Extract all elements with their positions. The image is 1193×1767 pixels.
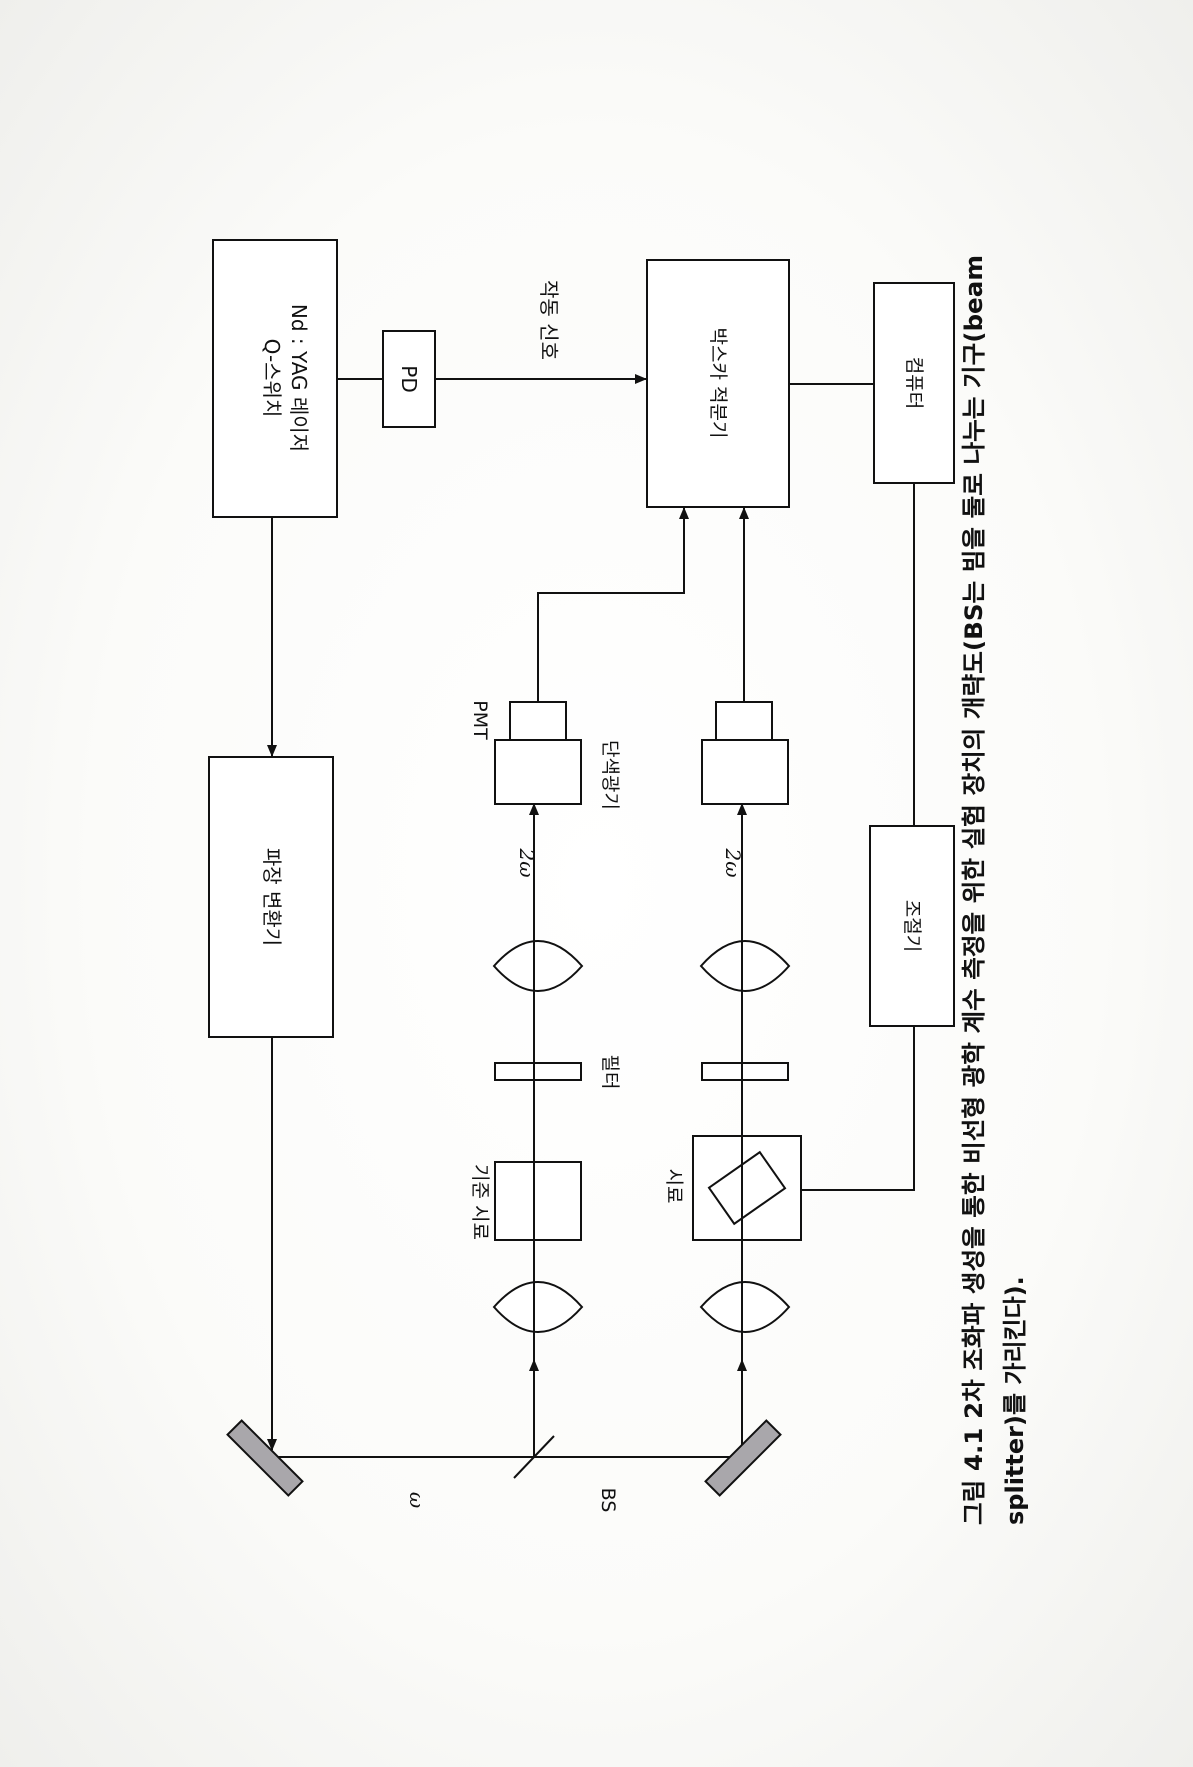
pmt-box-upper: [509, 701, 567, 741]
pmt-label: PMT: [469, 700, 491, 740]
laser-label-line1: Q-스위치: [260, 339, 284, 418]
monochromator-box-upper: [494, 739, 582, 805]
beam-splitter: [513, 1435, 555, 1479]
controller-label: 조절기: [901, 900, 923, 952]
mirror-lower: [704, 1419, 782, 1497]
monochromator-box-lower: [701, 739, 789, 805]
controller-box: [869, 825, 955, 1027]
laser-label-line2: Nd : YAG 레이저: [287, 304, 311, 452]
mirror-upper: [226, 1419, 304, 1497]
filter-label: 필터: [599, 1055, 621, 1090]
lens-lower-1: [699, 940, 791, 992]
laser-box: [212, 239, 338, 518]
bs-label: BS: [597, 1488, 619, 1513]
reference-sample-box: [494, 1161, 582, 1241]
caption-line2: splitter)를 가리킨다).: [1001, 1276, 1029, 1525]
wavelength-converter-label: 파장 변환기: [260, 848, 284, 946]
computer-label: 컴퓨터: [903, 357, 925, 409]
lens-upper-2: [492, 1281, 584, 1333]
reference-sample-label: 기준 시료: [469, 1164, 491, 1240]
pd-box: [382, 330, 436, 428]
trigger-signal-label: 작동 신호: [537, 280, 561, 360]
two-omega-upper-label: 2ω: [515, 847, 539, 877]
sample-crystal: [707, 1150, 787, 1226]
boxcar-box: [646, 259, 790, 508]
two-omega-lower-label: 2ω: [721, 847, 745, 877]
filter-upper: [494, 1062, 582, 1081]
pd-label: PD: [397, 365, 421, 392]
monochromator-label: 단색광기: [599, 740, 621, 810]
sample-label: 시료: [663, 1169, 685, 1204]
pmt-box-lower: [715, 701, 773, 741]
lens-upper-1: [492, 940, 584, 992]
filter-lower: [701, 1062, 789, 1081]
caption-line1: 그림 4.1 2차 조화파 생성을 통한 비선형 광학 계수 측정을 위한 실험…: [960, 255, 988, 1525]
omega-label: ω: [405, 1492, 429, 1508]
boxcar-label: 박스카 적분기: [707, 328, 729, 439]
lens-lower-2: [699, 1281, 791, 1333]
